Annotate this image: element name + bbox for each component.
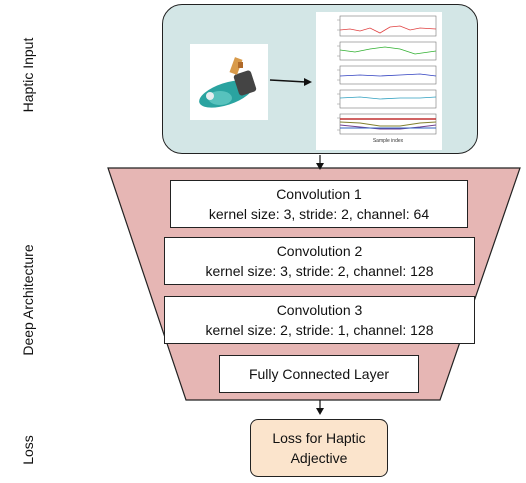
fc-layer-box: Fully Connected Layer (219, 355, 419, 393)
subplot-2 (339, 41, 437, 61)
plot-axis-ticks (337, 19, 340, 131)
plot-xlabel: Sample index (373, 138, 404, 144)
conv1-title: Convolution 1 (276, 186, 362, 202)
conv1-box: Convolution 1 kernel size: 3, stride: 2,… (170, 180, 468, 228)
loss-line2: Adjective (290, 450, 348, 466)
loss-box: Loss for Haptic Adjective (250, 419, 388, 477)
arrow-device-to-plot (269, 78, 312, 86)
conv3-title: Convolution 3 (276, 302, 363, 318)
subplot-3 (339, 65, 437, 85)
conv1-params: kernel size: 3, stride: 2, channel: 64 (208, 206, 430, 222)
fc-layer-title: Fully Connected Layer (248, 366, 390, 382)
conv2-params: kernel size: 3, stride: 2, channel: 128 (205, 263, 434, 279)
subplot-5 (339, 113, 437, 135)
conv3-params: kernel size: 2, stride: 1, channel: 128 (205, 322, 434, 338)
loss-line1: Loss for Haptic (272, 430, 366, 446)
arrow-fc-to-loss (316, 400, 324, 415)
conv2-title: Convolution 2 (276, 243, 363, 259)
haptic-device-image (190, 44, 268, 120)
conv2-box: Convolution 2 kernel size: 3, stride: 2,… (164, 237, 475, 285)
subplot-4 (339, 89, 437, 109)
subplot-1 (339, 15, 437, 37)
arrow-input-to-conv (316, 155, 324, 170)
conv3-box: Convolution 3 kernel size: 2, stride: 1,… (164, 296, 475, 344)
